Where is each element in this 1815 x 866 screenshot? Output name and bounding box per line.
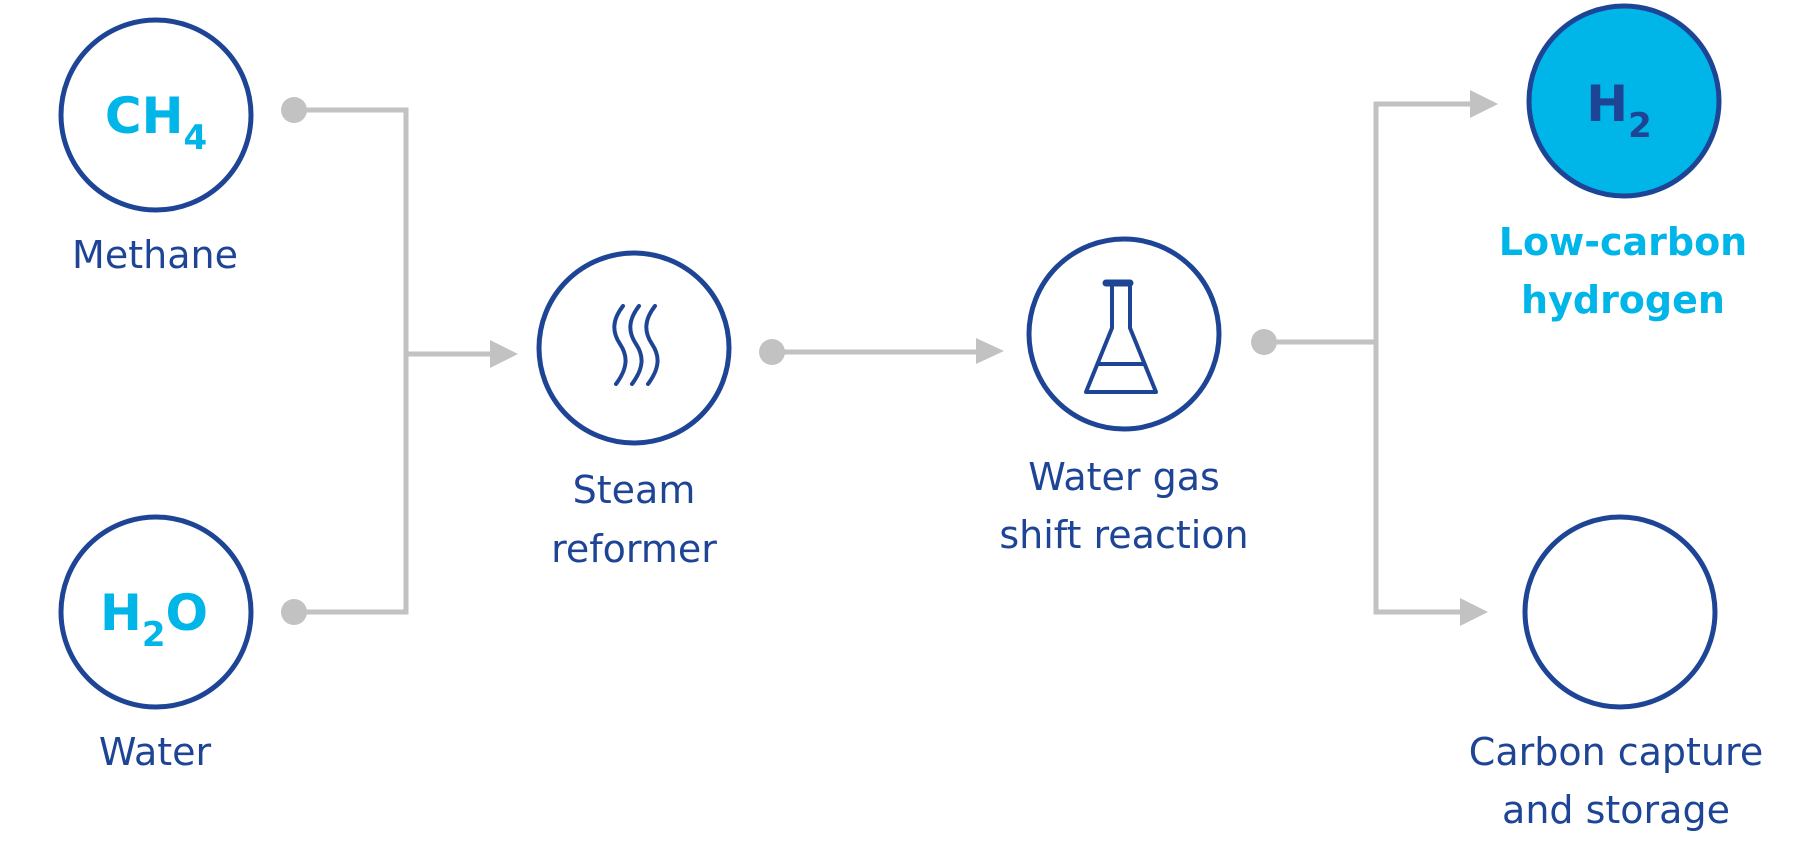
methane-node: CH4 Methane bbox=[58, 17, 254, 277]
water-formula: H2O bbox=[100, 584, 208, 655]
methane-circle bbox=[58, 17, 254, 213]
water-gas-shift-node: Water gas shift reaction bbox=[999, 236, 1249, 557]
hydrogen-circle bbox=[1526, 3, 1722, 199]
carbon-capture-label-line1: Carbon capture bbox=[1469, 730, 1763, 774]
steam-icon bbox=[612, 304, 660, 386]
shift-input-arrow bbox=[976, 338, 1004, 364]
hydrogen-formula: H2 bbox=[1586, 75, 1652, 146]
water-node: H2O Water bbox=[58, 514, 254, 774]
water-circle bbox=[58, 514, 254, 710]
carbon-capture-circle bbox=[1522, 514, 1718, 710]
carbon-capture-node: Carbon capture and storage bbox=[1469, 514, 1763, 832]
steam-reformer-label-line2: reformer bbox=[551, 527, 717, 571]
water-gas-shift-label-line1: Water gas bbox=[1028, 455, 1220, 499]
reformer-input-arrow bbox=[490, 340, 518, 368]
connectors bbox=[281, 90, 1498, 626]
hydrogen-input-arrow bbox=[1470, 90, 1498, 118]
carbon-capture-label-line2: and storage bbox=[1502, 788, 1730, 832]
hydrogen-node: H2 Low-carbon hydrogen bbox=[1499, 3, 1747, 322]
methane-connector bbox=[294, 107, 409, 352]
water-label: Water bbox=[99, 730, 212, 774]
hydrogen-label-line1: Low-carbon bbox=[1499, 220, 1747, 264]
water-connector bbox=[294, 352, 409, 615]
methane-label: Methane bbox=[72, 233, 238, 277]
carbon-capture-input-arrow bbox=[1460, 598, 1488, 626]
water-gas-shift-label-line2: shift reaction bbox=[999, 513, 1248, 557]
steam-reformer-circle bbox=[536, 250, 732, 446]
methane-formula: CH4 bbox=[105, 87, 207, 158]
split-connector bbox=[1373, 101, 1494, 615]
steam-reformer-label-line1: Steam bbox=[573, 468, 696, 512]
flask-icon bbox=[1084, 279, 1158, 394]
hydrogen-label-line2: hydrogen bbox=[1521, 278, 1725, 322]
water-gas-shift-circle bbox=[1026, 236, 1222, 432]
steam-reformer-node: Steam reformer bbox=[536, 250, 732, 571]
